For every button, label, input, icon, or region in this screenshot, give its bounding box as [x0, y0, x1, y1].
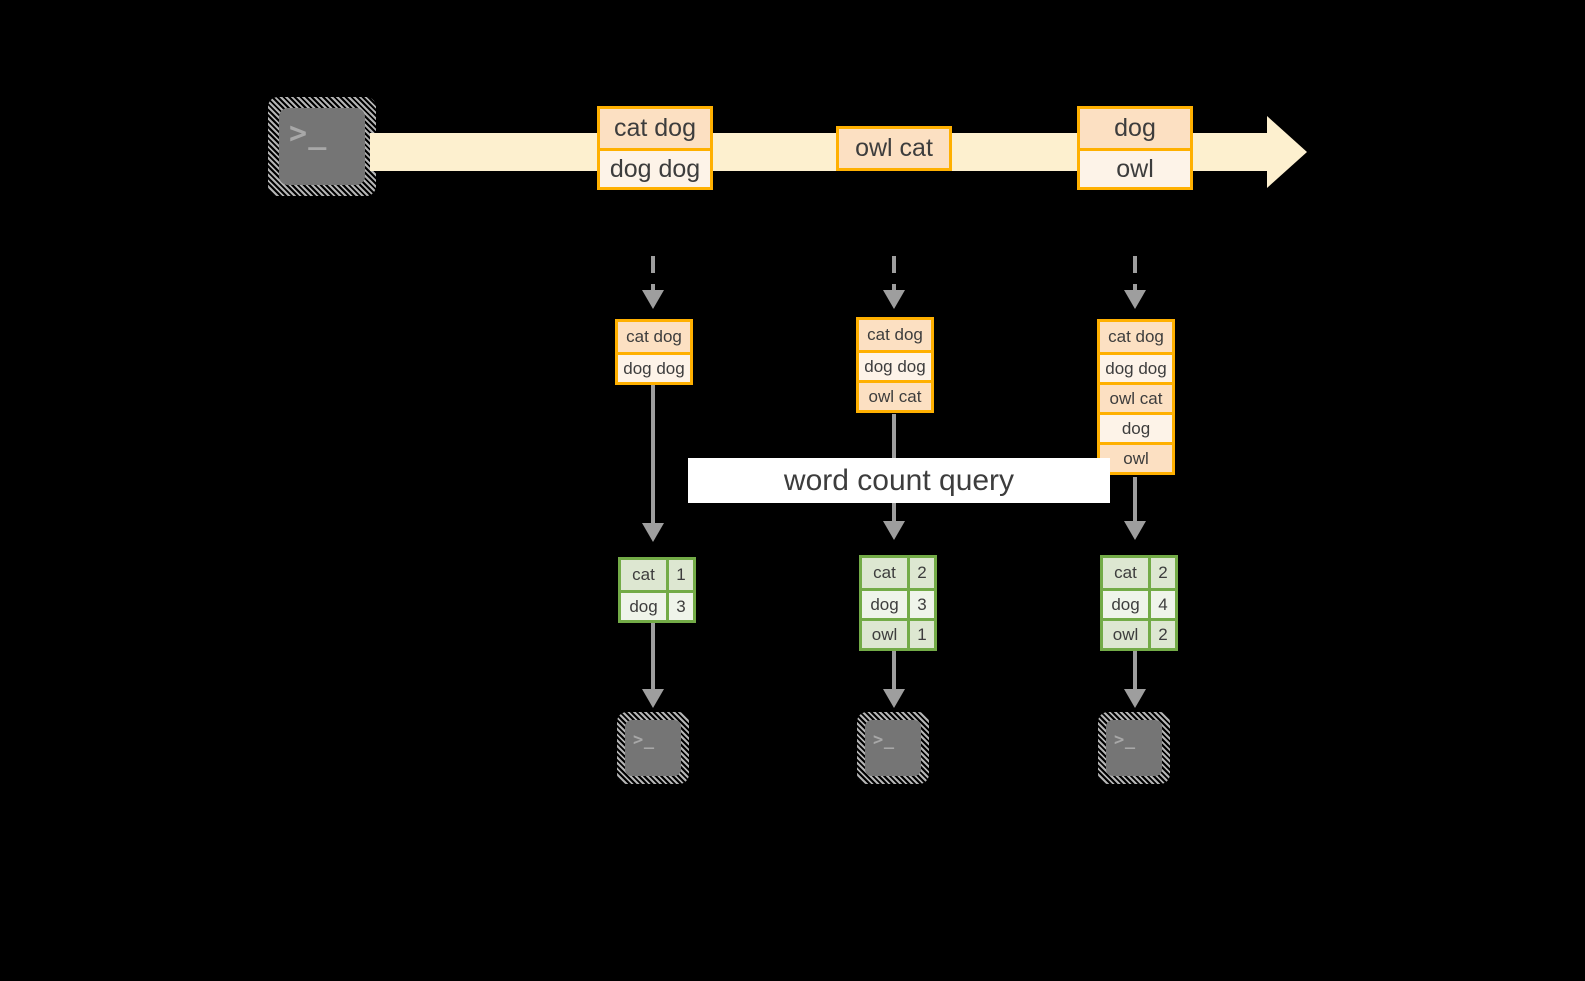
terminal-screen: [625, 720, 681, 776]
snapshot-1-sink-arrowhead: [642, 689, 664, 708]
stream-record: owl: [1080, 148, 1190, 187]
stream-arrow-head: [1267, 116, 1307, 188]
snapshot-trigger-connector: [651, 256, 655, 301]
result-count: 1: [666, 560, 693, 590]
snapshot-2-sink-connector: [892, 651, 896, 696]
result-row: owl 1: [862, 618, 934, 648]
input-row: dog dog: [618, 352, 690, 382]
stream-record: owl cat: [839, 129, 949, 168]
stream-group-3[interactable]: dog owl: [1077, 106, 1193, 190]
terminal-prompt-glyph: >_: [873, 730, 895, 750]
input-row: owl: [1100, 442, 1172, 472]
input-row: owl cat: [1100, 382, 1172, 412]
snapshot-2-sink-arrowhead: [883, 689, 905, 708]
result-word: dog: [1103, 591, 1148, 618]
snapshot-trigger-arrowhead: [642, 290, 664, 309]
snapshot-3-input-table[interactable]: cat dog dog dog owl cat dog owl: [1097, 319, 1175, 475]
result-count: 3: [907, 591, 934, 618]
snapshot-3-query-arrowhead: [1124, 521, 1146, 540]
terminal-screen: [1106, 720, 1162, 776]
input-row: cat dog: [618, 322, 690, 352]
snapshot-trigger-connector: [892, 256, 896, 301]
result-word: dog: [621, 593, 666, 620]
snapshot-1-query-connector: [651, 385, 655, 530]
result-count: 2: [907, 558, 934, 588]
snapshot-trigger-arrowhead: [883, 290, 905, 309]
result-word: cat: [862, 558, 907, 588]
result-row: dog 4: [1103, 588, 1175, 618]
result-word: owl: [1103, 621, 1148, 648]
snapshot-1-sink-terminal-icon: >_: [617, 712, 689, 784]
result-count: 3: [666, 593, 693, 620]
input-row: owl cat: [859, 380, 931, 410]
snapshot-2-sink-terminal-icon: >_: [857, 712, 929, 784]
terminal-prompt-glyph: >_: [289, 116, 328, 151]
result-row: owl 2: [1103, 618, 1175, 648]
snapshot-trigger-connector: [1133, 256, 1137, 301]
terminal-prompt-glyph: >_: [1114, 730, 1136, 750]
input-row: dog: [1100, 412, 1172, 442]
snapshot-3-query-connector: [1133, 477, 1137, 529]
snapshot-1-query-arrowhead: [642, 523, 664, 542]
result-row: cat 1: [621, 560, 693, 590]
snapshot-3-sink-connector: [1133, 651, 1137, 696]
result-row: cat 2: [862, 558, 934, 588]
result-count: 2: [1148, 621, 1175, 648]
result-word: cat: [1103, 558, 1148, 588]
result-count: 4: [1148, 591, 1175, 618]
word-count-query-label: word count query: [688, 458, 1110, 503]
snapshot-2-input-table[interactable]: cat dog dog dog owl cat: [856, 317, 934, 413]
source-terminal-icon: >_: [268, 97, 376, 196]
snapshot-3-sink-terminal-icon: >_: [1098, 712, 1170, 784]
result-row: cat 2: [1103, 558, 1175, 588]
result-count: 2: [1148, 558, 1175, 588]
result-word: cat: [621, 560, 666, 590]
stream-group-1[interactable]: cat dog dog dog: [597, 106, 713, 190]
result-count: 1: [907, 621, 934, 648]
terminal-screen: [279, 108, 365, 185]
snapshot-3-sink-arrowhead: [1124, 689, 1146, 708]
input-row: dog dog: [1100, 352, 1172, 382]
stream-record: dog: [1080, 109, 1190, 148]
snapshot-2-query-arrowhead: [883, 521, 905, 540]
input-row: cat dog: [859, 320, 931, 350]
snapshot-2-result-table[interactable]: cat 2 dog 3 owl 1: [859, 555, 937, 651]
snapshot-1-sink-connector: [651, 623, 655, 696]
result-row: dog 3: [862, 588, 934, 618]
terminal-prompt-glyph: >_: [633, 730, 655, 750]
snapshot-trigger-arrowhead: [1124, 290, 1146, 309]
result-word: owl: [862, 621, 907, 648]
stream-record: dog dog: [600, 148, 710, 187]
input-row: cat dog: [1100, 322, 1172, 352]
terminal-screen: [865, 720, 921, 776]
snapshot-1-input-table[interactable]: cat dog dog dog: [615, 319, 693, 385]
snapshot-3-result-table[interactable]: cat 2 dog 4 owl 2: [1100, 555, 1178, 651]
result-row: dog 3: [621, 590, 693, 620]
result-word: dog: [862, 591, 907, 618]
stream-record: cat dog: [600, 109, 710, 148]
snapshot-1-result-table[interactable]: cat 1 dog 3: [618, 557, 696, 623]
input-row: dog dog: [859, 350, 931, 380]
stream-group-2[interactable]: owl cat: [836, 126, 952, 171]
